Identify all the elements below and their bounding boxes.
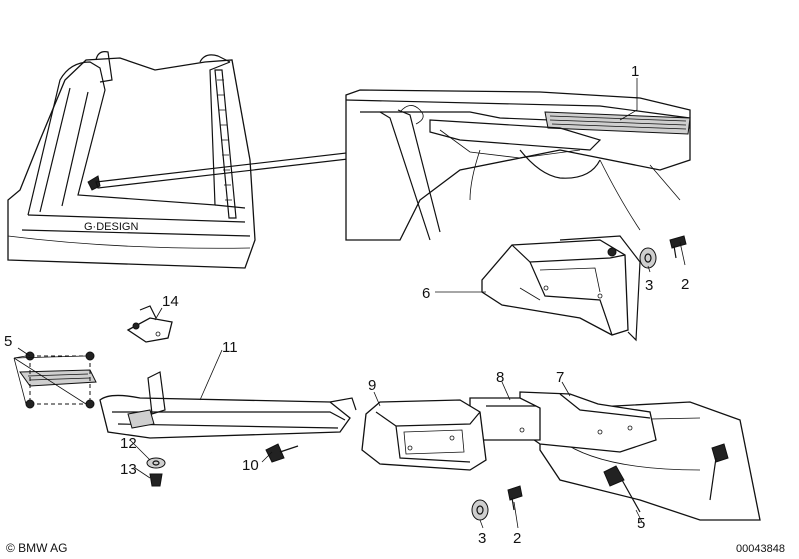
bottom-screw-icon [507,485,523,511]
right-screw-icon [709,443,729,501]
callout-13: 13 [120,461,137,478]
callout-10: 10 [242,457,259,474]
callout-12: 12 [120,435,137,452]
part-6-housing [481,235,641,342]
rear-deck-view [345,89,691,241]
drawing-number: 00043848 [736,543,785,555]
callout-3-bottom: 3 [478,530,486,547]
callout-2-bottom: 2 [513,530,521,547]
screw-icon [669,235,687,259]
bottom-washer-icon [471,499,489,521]
part-12-washer [146,457,166,469]
callout-5-right: 5 [637,515,645,532]
callout-1: 1 [631,63,639,80]
washer-icon [639,247,657,269]
part-9-housing [361,399,487,471]
callout-7: 7 [556,369,564,386]
part-14-bracket [126,305,173,343]
callout-6: 6 [422,285,430,302]
design-badge: G·DESIGN [84,221,138,233]
leader-lines [17,78,686,529]
part-5-left-grille [13,351,97,409]
callout-14: 14 [162,293,179,310]
part-11-duct [99,371,357,439]
callout-11: 11 [222,339,238,356]
callout-3-top: 3 [645,277,653,294]
callout-8: 8 [496,369,504,386]
vehicle-window-view: G·DESIGN [7,51,375,269]
callout-9: 9 [368,377,376,394]
part-13-screw [149,473,163,487]
callout-5-left: 5 [4,333,12,350]
callout-2-top: 2 [681,276,689,293]
grille-screw-icon [603,465,641,513]
part-8-bracket [469,397,541,441]
part-10-screw [265,443,299,463]
copyright-text: © BMW AG [6,541,68,555]
